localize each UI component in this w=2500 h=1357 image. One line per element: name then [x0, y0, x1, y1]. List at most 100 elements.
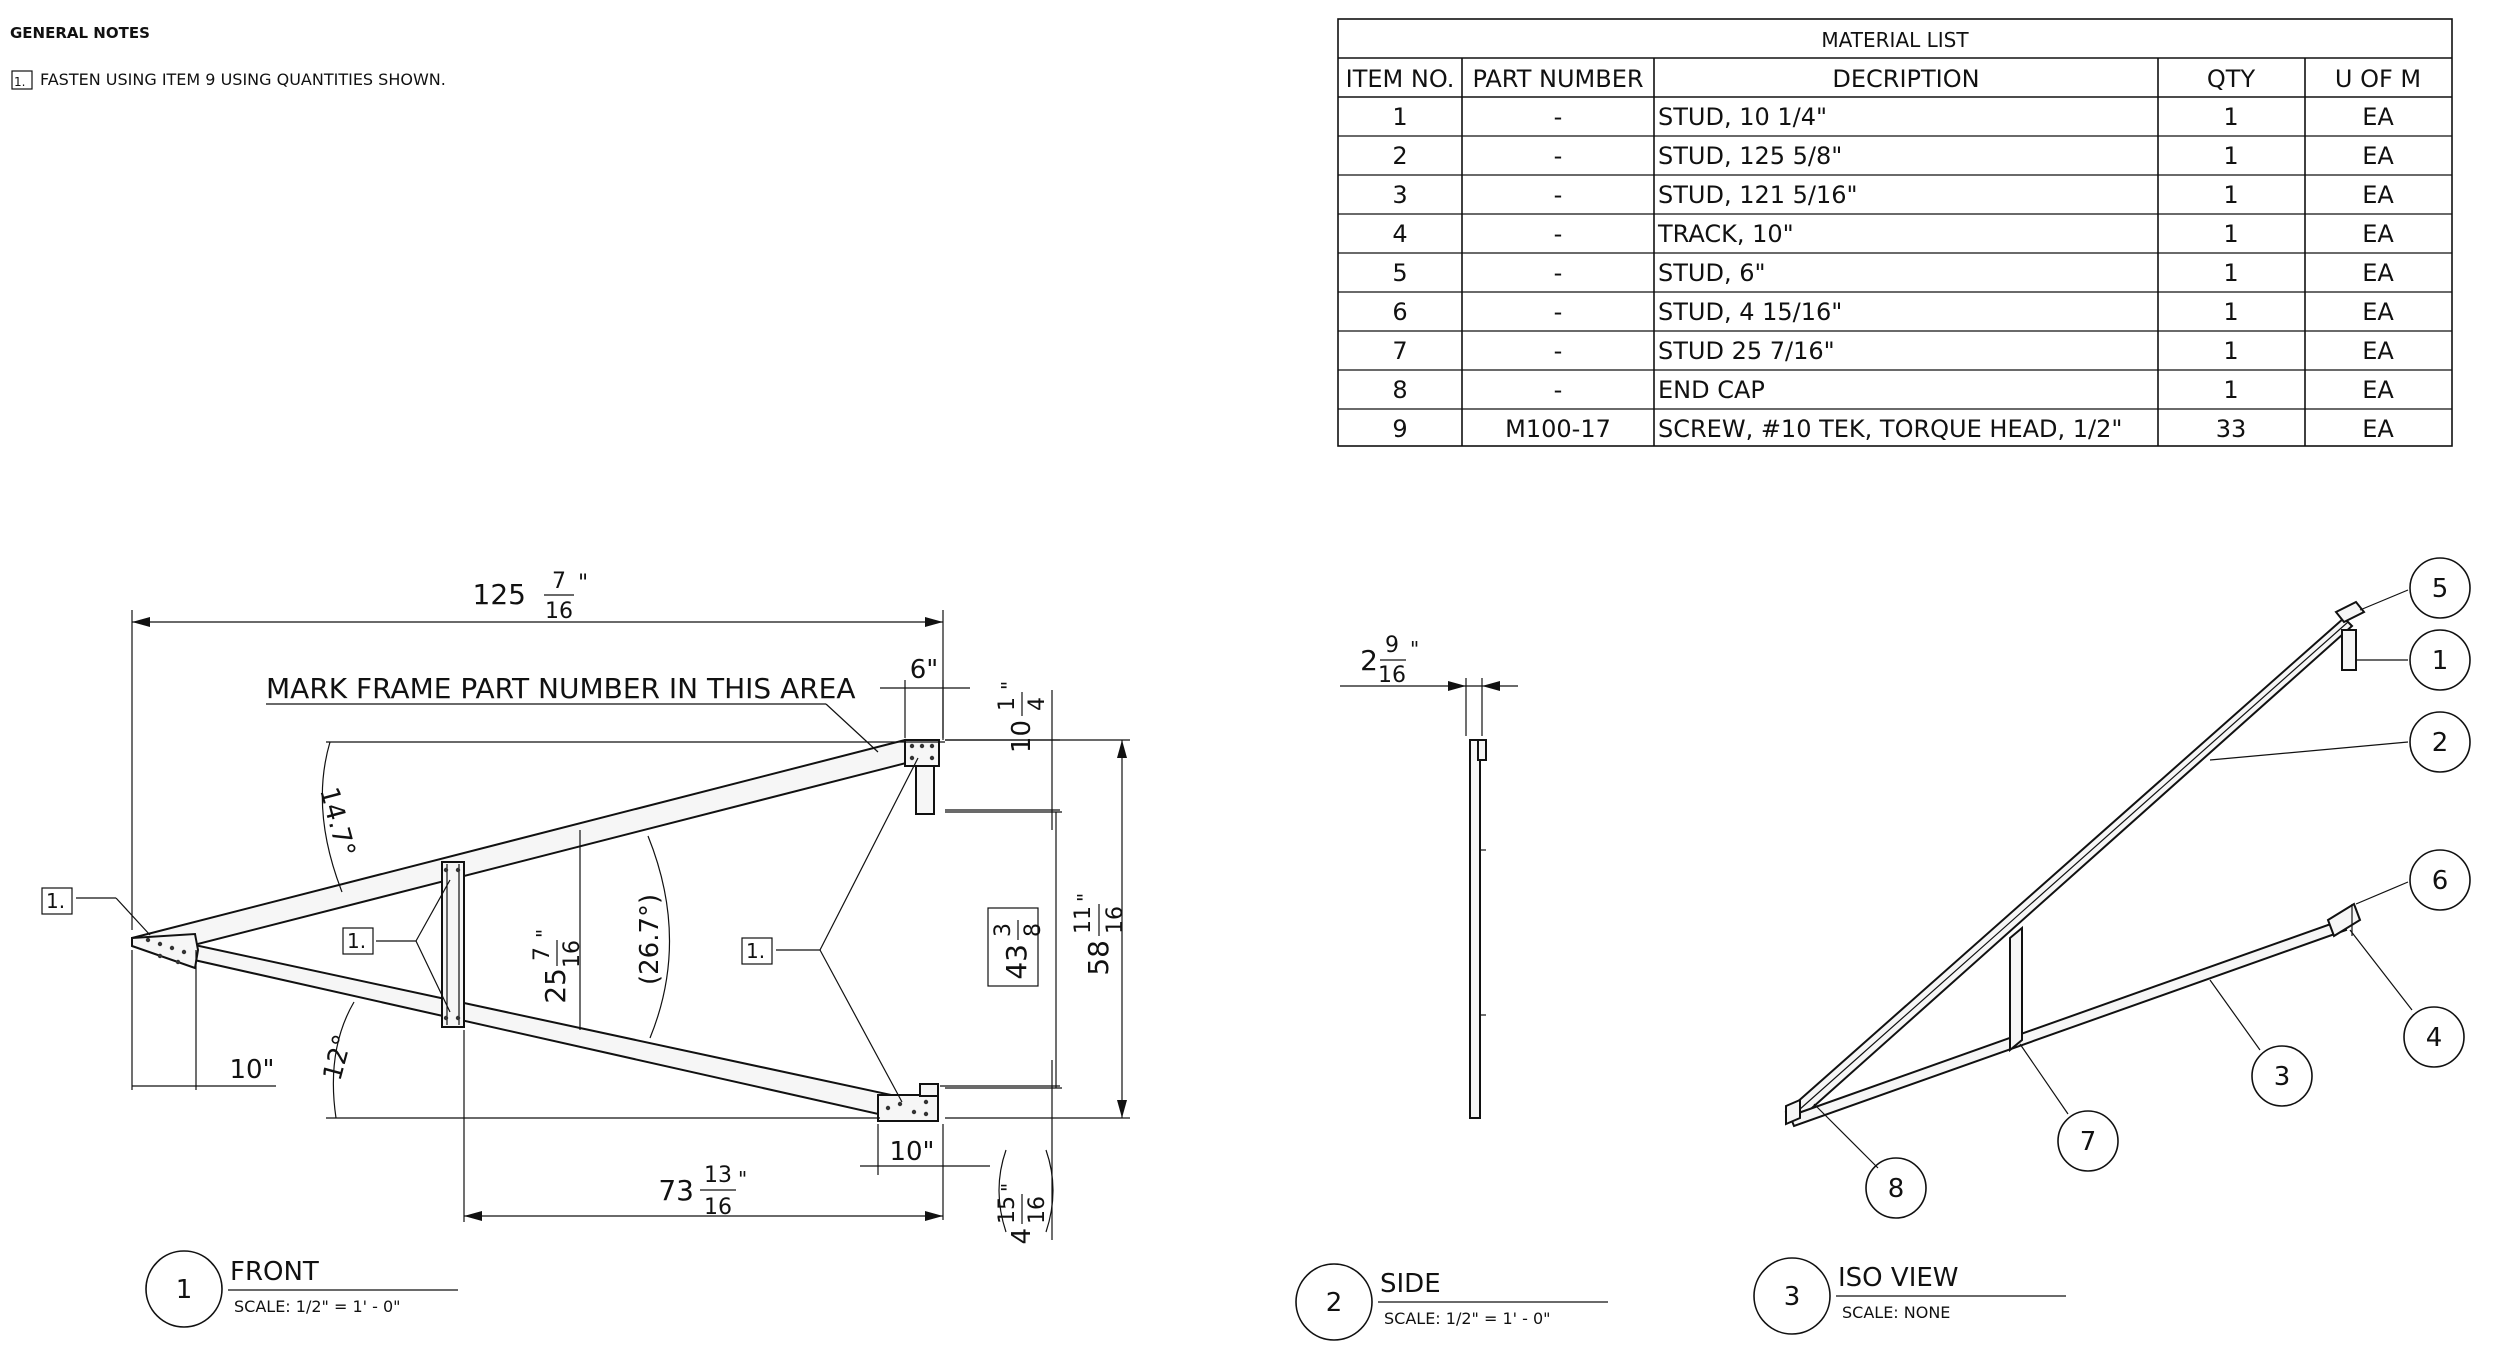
iso-view-number: 3 [1784, 1282, 1801, 1312]
table-cell: 3 [1392, 181, 1407, 209]
dim-bottom-num: 13 [704, 1163, 732, 1188]
header-part-number: PART NUMBER [1472, 65, 1643, 93]
svg-text:15: 15 [995, 1196, 1020, 1224]
dim-top-post: 10 1 4 " [995, 681, 1050, 753]
table-cell: STUD, 4 15/16" [1658, 298, 1842, 326]
header-item-no: ITEM NO. [1346, 65, 1455, 93]
iso-view-bubble [1753, 1257, 1831, 1335]
table-cell: STUD, 6" [1658, 259, 1766, 287]
dim-left-offset: 10" [229, 1055, 274, 1085]
table-cell: 1 [2223, 220, 2238, 248]
side-view-number: 2 [1326, 1288, 1343, 1318]
table-cell: EA [2362, 220, 2394, 248]
side-view-scale: SCALE: 1/2" = 1' - 0" [1384, 1309, 1551, 1328]
iso-top-stud [2334, 600, 2366, 624]
table-cell: 1 [2223, 298, 2238, 326]
header-uom: U OF M [2335, 65, 2421, 93]
svg-text:11: 11 [1071, 906, 1096, 934]
side-view: 2 9 16 " 2 SIDE SCALE: 1/2" = 1' - 0" [1295, 633, 1608, 1341]
table-cell: 1 [2223, 259, 2238, 287]
header-qty: QTY [2207, 65, 2256, 93]
dim-bottom-whole: 73 [658, 1174, 694, 1207]
note-tag-box [11, 70, 33, 90]
side-view-title: SIDE [1380, 1269, 1441, 1299]
balloon-2: 2 [2209, 711, 2471, 773]
side-dim-den: 16 [1378, 663, 1406, 688]
table-cell: 8 [1392, 376, 1407, 404]
table-cell: - [1554, 181, 1563, 209]
svg-text:4: 4 [2426, 1023, 2443, 1053]
dim-overall-whole: 125 [473, 578, 526, 611]
table-cell: EA [2362, 259, 2394, 287]
angle-lower: 12° [318, 1032, 359, 1084]
table-cell: EA [2362, 376, 2394, 404]
screw-pattern [145, 743, 935, 1117]
table-cell: 1 [2223, 337, 2238, 365]
balloon-8: 8 [1813, 1103, 1927, 1219]
dim-top-width: 6" [910, 655, 939, 685]
table-cell: - [1554, 376, 1563, 404]
iso-brace [2009, 925, 2023, 1053]
mark-frame-note: MARK FRAME PART NUMBER IN THIS AREA [266, 672, 856, 705]
note-tag-box-right [741, 937, 773, 965]
svg-text:7: 7 [2080, 1127, 2097, 1157]
table-cell: EA [2362, 181, 2394, 209]
table-cell: 9 [1392, 415, 1407, 443]
svg-text:": " [738, 1167, 747, 1191]
svg-text:": " [1073, 893, 1097, 902]
side-view-bubble [1295, 1263, 1373, 1341]
svg-text:8: 8 [1021, 923, 1046, 937]
table-cell: 1 [2223, 376, 2238, 404]
table-cell: - [1554, 259, 1563, 287]
general-notes-title: GENERAL NOTES [10, 24, 150, 42]
svg-text:16: 16 [1025, 1196, 1050, 1224]
svg-text:4: 4 [1007, 1228, 1037, 1245]
table-cell: 6 [1392, 298, 1407, 326]
general-notes: GENERAL NOTES 1. FASTEN USING ITEM 9 USI… [10, 24, 446, 90]
note-tag: 1. [14, 75, 25, 89]
svg-text:6: 6 [2432, 866, 2449, 896]
table-cell: STUD, 125 5/8" [1658, 142, 1842, 170]
material-list-title: MATERIAL LIST [1821, 28, 1969, 52]
svg-text:16: 16 [560, 940, 585, 968]
iso-view: 5 1 2 6 4 3 7 [1753, 557, 2471, 1335]
svg-text:": " [1410, 637, 1419, 661]
table-cell: STUD, 10 1/4" [1658, 103, 1827, 131]
table-cell: 7 [1392, 337, 1407, 365]
table-cell: EA [2362, 337, 2394, 365]
svg-text:16: 16 [1103, 906, 1128, 934]
svg-text:43: 43 [1000, 944, 1033, 980]
svg-text:5: 5 [2432, 574, 2449, 604]
end-cap [131, 932, 200, 970]
balloon-5: 5 [2359, 557, 2471, 619]
table-cell: - [1554, 142, 1563, 170]
front-view-title: FRONT [230, 1257, 319, 1287]
balloon-7: 7 [2019, 1043, 2119, 1172]
note-tag-box-left [41, 887, 73, 915]
iso-top-post [2341, 629, 2357, 671]
iso-end-cap [1785, 1098, 1801, 1126]
note-tag-box-brace [342, 927, 374, 955]
lower-chord-stud [131, 942, 906, 1122]
svg-text:58: 58 [1082, 940, 1115, 976]
svg-text:": " [997, 681, 1021, 690]
svg-text:1: 1 [2432, 646, 2449, 676]
table-cell: - [1554, 337, 1563, 365]
dim-outer-height: 58 11 16 " [1071, 893, 1128, 976]
side-dim-num: 9 [1385, 633, 1399, 658]
table-cell: 2 [1392, 142, 1407, 170]
front-view-number: 1 [176, 1275, 193, 1305]
svg-text:": " [578, 571, 588, 596]
iso-view-title: ISO VIEW [1838, 1263, 1959, 1293]
dim-inner-height: 43 3 8 [991, 920, 1046, 980]
table-cell: EA [2362, 142, 2394, 170]
table-cell: 33 [2216, 415, 2247, 443]
